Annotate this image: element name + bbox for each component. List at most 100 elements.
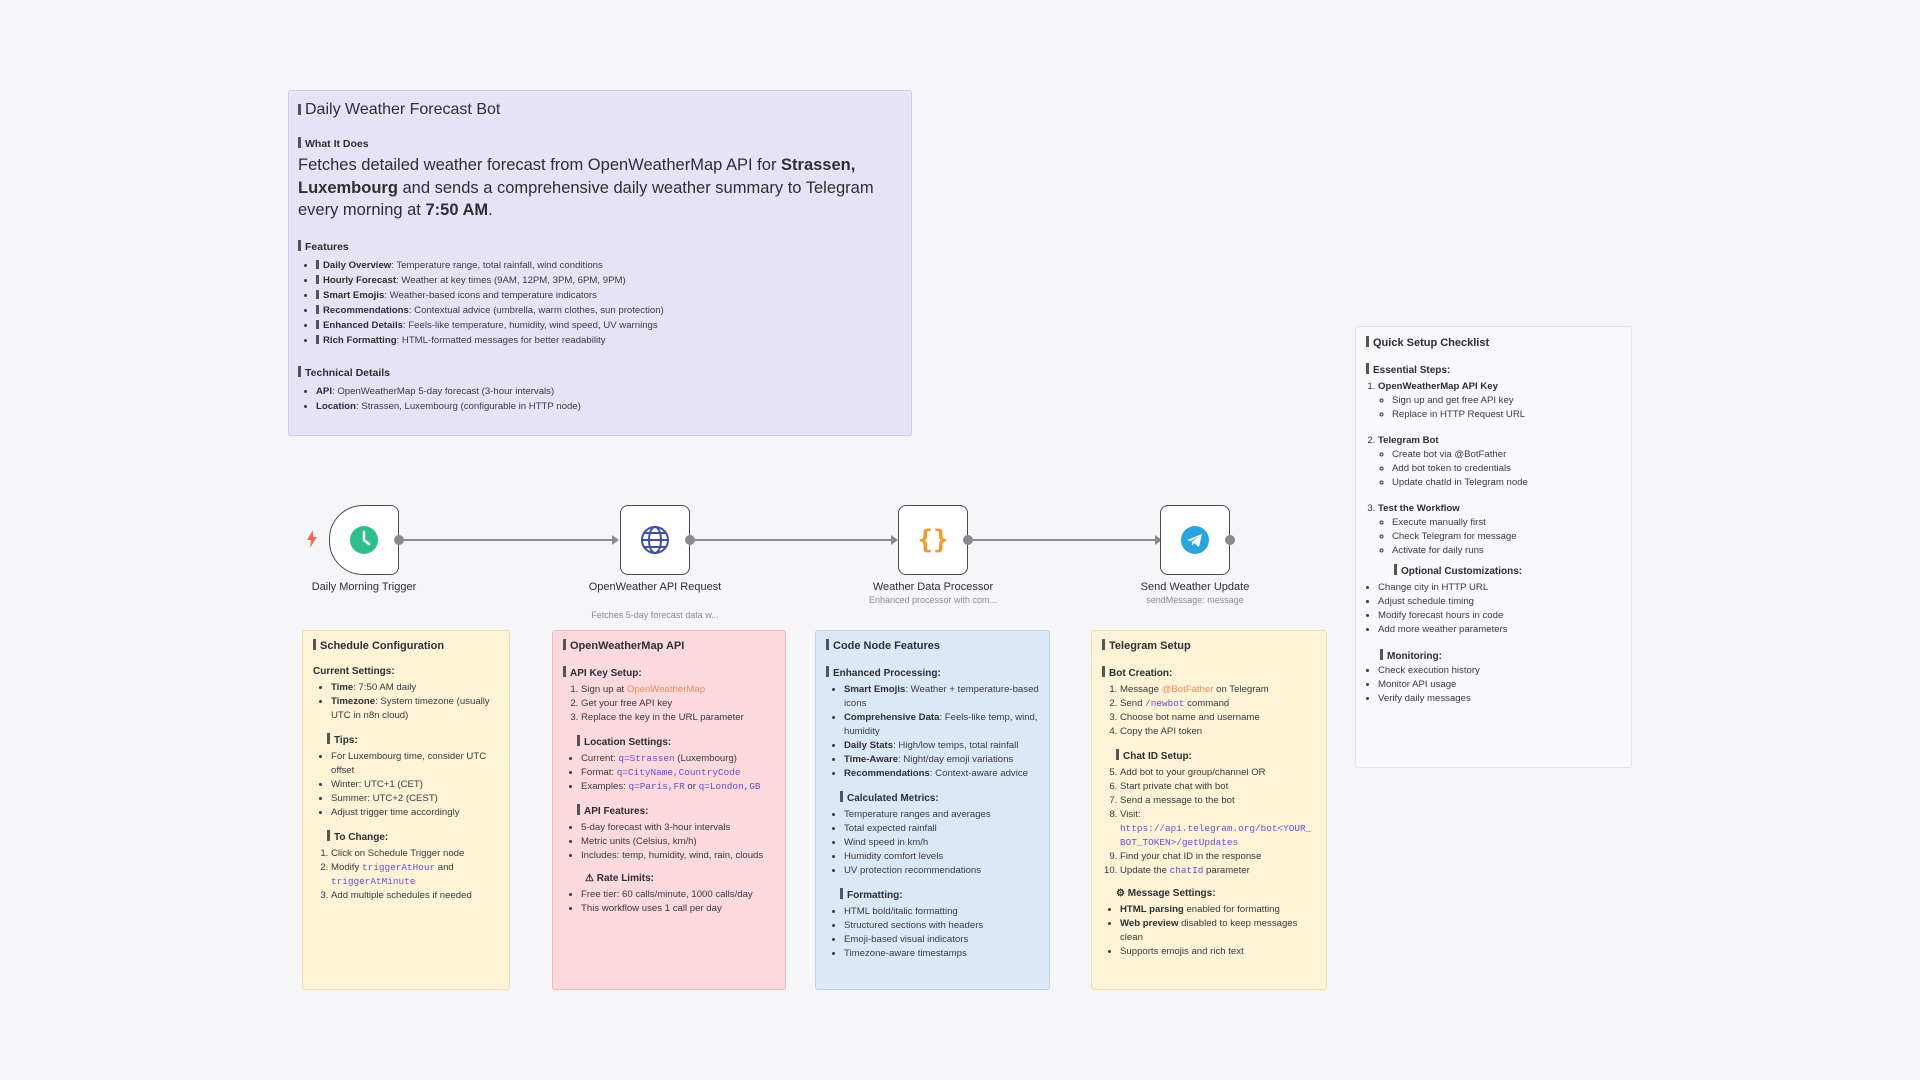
connection-arrow [891,535,898,545]
current-heading-text: Current Settings: [313,666,395,677]
loc-text: Current: [581,753,619,764]
what-heading: What It Does [298,137,902,150]
metric-item: UV protection recommendations [844,864,1039,878]
openweathermap-link[interactable]: OpenWeatherMap [626,684,706,695]
msg-item: HTML parsing enabled for formatting [1120,903,1316,917]
proc-text: : High/low temps, total rainfall [893,740,1019,751]
monitoring-heading-text: Monitoring: [1387,651,1442,662]
rate-heading: ⚠ Rate Limits: [585,873,775,884]
change-item: Click on Schedule Trigger node [331,847,499,861]
node-output-handle[interactable] [963,535,973,545]
current-item: Timezone: System timezone (usually UTC i… [331,695,499,723]
heading-marker [826,639,829,650]
chat-heading-text: Chat ID Setup: [1123,751,1192,762]
format-item: HTML bold/italic formatting [844,905,1039,919]
heading-marker [298,137,301,148]
current-text: : 7:50 AM daily [353,682,417,693]
connection-arrow [1155,535,1162,545]
proc-text: : Weather + temperature-based icons [844,684,1039,709]
optional-heading: Optional Customizations: [1394,564,1621,577]
code-snippet: q=CityName,CountryCode [616,767,741,778]
current-text: : System timezone (usually UTC in n8n cl… [331,696,490,721]
node-openweather-api-request[interactable] [620,505,690,575]
feature-marker [316,319,319,329]
change-item: Modify triggerAtHour and triggerAtMinute [331,861,499,889]
proc-item: Daily Stats: High/low temps, total rainf… [844,739,1039,753]
code-snippet: /newbot [1145,698,1185,709]
feature-item: Rich Formatting: HTML-formatted messages… [316,333,902,348]
chat-item: Add bot to your group/channel OR [1120,766,1316,780]
checklist-sticky-note[interactable]: Quick Setup Checklist Essential Steps: O… [1355,326,1632,768]
heading-marker [563,666,566,677]
step-subitem: Update chatId in Telegram node [1392,476,1621,490]
feature-item: Smart Emojis: Weather-based icons and te… [316,288,902,303]
change-heading: To Change: [327,830,499,843]
intro-sticky-note[interactable]: Daily Weather Forecast Bot What It Does … [288,90,912,436]
node-weather-data-processor[interactable]: {} [898,505,968,575]
node-output-handle[interactable] [685,535,695,545]
rate-heading-text: ⚠ Rate Limits: [585,873,654,884]
node-send-weather-update[interactable] [1160,505,1230,575]
step-subitems: Create bot via @BotFather Add bot token … [1378,448,1621,490]
msg-name: Web preview [1120,918,1179,929]
feature-marker [316,259,319,269]
optional-item: Change city in HTTP URL [1378,581,1621,595]
current-list: Time: 7:50 AM daily Timezone: System tim… [313,681,499,723]
connection-line[interactable] [973,539,1156,541]
botfather-link[interactable]: @BotFather [1161,684,1214,695]
node-output-handle[interactable] [1225,535,1235,545]
node-output-handle[interactable] [394,535,404,545]
feature-item: Hourly Forecast: Weather at key times (9… [316,273,902,288]
heading-marker [1394,564,1397,575]
heading-marker [1102,639,1105,650]
api-feature-item: Includes: temp, humidity, wind, rain, cl… [581,849,775,863]
heading-marker [840,791,843,802]
code-snippet: triggerAtHour [361,862,436,873]
code-sticky-note[interactable]: Code Node Features Enhanced Processing: … [815,630,1050,990]
bot-text: on Telegram [1213,684,1269,695]
heading-marker [1366,336,1369,347]
owm-sticky-note[interactable]: OpenWeatherMap API API Key Setup: Sign u… [552,630,786,990]
proc-text: : Night/day emoji variations [898,754,1014,765]
chat-text: Update the [1120,865,1170,876]
node-label: Send Weather Update [1140,581,1250,593]
step-title: Telegram Bot [1378,435,1439,446]
telegram-sticky-note[interactable]: Telegram Setup Bot Creation: Message @Bo… [1091,630,1327,990]
schedule-sticky-note[interactable]: Schedule Configuration Current Settings:… [302,630,510,990]
rate-list: Free tier: 60 calls/minute, 1000 calls/d… [563,888,775,916]
lead-location: Strassen, Luxembourg [298,156,856,197]
proc-text: : Feels-like temp, wind, humidity [844,712,1038,737]
proc-name: Daily Stats [844,740,894,751]
msg-item: Supports emojis and rich text [1120,945,1316,959]
globe-icon [641,526,669,554]
tech-item: Location: Strassen, Luxembourg (configur… [316,399,902,414]
metrics-heading-text: Calculated Metrics: [847,793,939,804]
proc-name: Smart Emojis [844,684,906,695]
feature-name: Hourly Forecast [323,274,397,286]
intro-title: Daily Weather Forecast Bot [298,101,902,119]
chat-text: Visit: [1120,809,1141,820]
monitoring-item: Check execution history [1378,664,1621,678]
step-subitem: Sign up and get free API key [1392,394,1621,408]
loc-text: Examples: [581,781,629,792]
feature-name: Enhanced Details [323,319,403,331]
feature-name: Recommendations [323,304,409,316]
step-item: Telegram Bot Create bot via @BotFather A… [1378,434,1621,490]
code-title-text: Code Node Features [833,640,940,652]
step-title: Test the Workflow [1378,503,1460,514]
connection-line[interactable] [695,539,892,541]
metric-item: Humidity comfort levels [844,850,1039,864]
loc-item: Current: q=Strassen (Luxembourg) [581,752,775,766]
loc-text: or [684,781,699,792]
tip-item: Adjust trigger time accordingly [331,806,499,820]
feature-name: Rich Formatting [323,334,397,346]
features-heading-text: Features [305,240,349,253]
node-daily-morning-trigger[interactable] [329,505,399,575]
tech-item: API: OpenWeatherMap 5-day forecast (3-ho… [316,384,902,399]
loc-heading: Location Settings: [577,735,775,748]
step-item: OpenWeatherMap API Key Sign up and get f… [1378,380,1621,422]
key-item: Get your free API key [581,697,775,711]
connection-line[interactable] [404,539,613,541]
tech-heading: Technical Details [298,365,902,379]
feature-name: Smart Emojis [323,289,385,301]
